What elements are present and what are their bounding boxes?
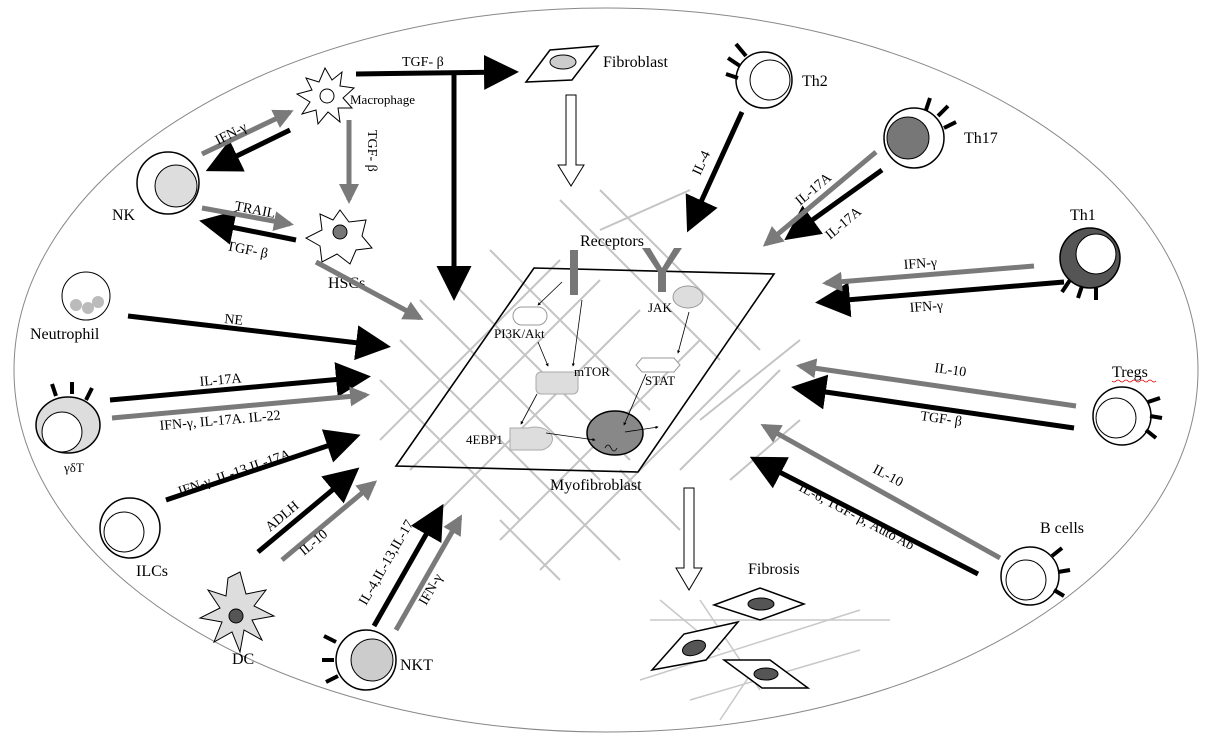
th17-label: Th17 bbox=[964, 130, 998, 147]
gray-arrows bbox=[111, 109, 1077, 632]
label-gdt-il17a: IL-17A bbox=[199, 371, 243, 390]
label-hsc-nk-tgfb: TGF- β bbox=[225, 239, 269, 262]
ilcs-nucleus bbox=[103, 511, 145, 553]
ilcs-label: ILCs bbox=[136, 563, 168, 580]
myofibroblast-to-fibrosis-arrow bbox=[675, 487, 703, 591]
th2-label: Th2 bbox=[802, 73, 828, 90]
myofibroblast-cell bbox=[394, 267, 776, 473]
th17-nucleus bbox=[886, 116, 930, 160]
myofibroblast-label: Myofibroblast bbox=[550, 477, 642, 494]
gdt-nucleus bbox=[41, 411, 83, 453]
black-arrows bbox=[109, 54, 1075, 628]
neutrophil-granule-3 bbox=[92, 296, 104, 308]
fibroblast-nucleus bbox=[549, 54, 577, 70]
mtor-label: mTOR bbox=[574, 364, 610, 379]
fibrosis-nucleus-1 bbox=[747, 597, 775, 611]
dc-nucleus bbox=[228, 608, 244, 624]
stat-label: STAT bbox=[645, 373, 675, 388]
label-ilc-multi: IFN-γ, IL-13,IL-17A bbox=[176, 447, 293, 500]
th2-receptors bbox=[725, 42, 748, 80]
dna-squiggle bbox=[604, 444, 618, 452]
jak-label: JAK bbox=[648, 300, 672, 315]
pi3k-shape bbox=[512, 306, 548, 326]
th1-label: Th1 bbox=[1070, 207, 1096, 224]
fibroblast-to-myofibroblast-arrow bbox=[557, 94, 585, 187]
dc-label: DC bbox=[232, 651, 254, 668]
th2-nucleus bbox=[749, 59, 791, 101]
label-nk-mac-ifng: IFN-γ bbox=[213, 120, 250, 149]
tregs-nucleus bbox=[1095, 397, 1137, 439]
label-th1-ifng-1: IFN-γ bbox=[903, 256, 937, 273]
label-mac-hsc-tgfb: TGF- β bbox=[364, 130, 379, 172]
nucleus bbox=[586, 410, 644, 456]
tregs-receptors bbox=[1144, 396, 1163, 440]
nkt-receptors bbox=[322, 634, 339, 684]
label-neut-ne: NE bbox=[224, 312, 244, 329]
mtor-shape bbox=[535, 371, 579, 395]
label-th1-ifng-2: IFN-γ bbox=[909, 299, 943, 316]
nkt-label: NKT bbox=[400, 657, 433, 674]
ebp-shape bbox=[509, 426, 553, 451]
label-th2-il4: IL-4 bbox=[690, 149, 714, 178]
signaling-arrows bbox=[520, 281, 690, 442]
tregs-label: Tregs bbox=[1112, 364, 1148, 381]
label-treg-il10: IL-10 bbox=[933, 361, 967, 380]
ebp-label: 4EBP1 bbox=[466, 432, 503, 447]
jak-protein bbox=[672, 285, 704, 309]
macrophage-label: Macrophage bbox=[350, 92, 415, 107]
th1-nucleus bbox=[1075, 233, 1117, 275]
nkt-nucleus bbox=[350, 638, 394, 682]
tissue-boundary bbox=[13, 7, 1199, 733]
pi3k-label: PI3K/Akt bbox=[494, 326, 545, 341]
hscs-label: HSCs bbox=[328, 275, 365, 292]
bcells-nucleus bbox=[1005, 559, 1047, 601]
label-mac-fib-tgfb: TGF- β bbox=[402, 55, 444, 70]
receptor-bar bbox=[570, 250, 578, 295]
fibrosis-nucleus-2 bbox=[681, 639, 707, 657]
receptors-label: Receptors bbox=[580, 233, 644, 250]
receptor-y bbox=[642, 248, 682, 292]
label-treg-tgfb: TGF- β bbox=[919, 409, 962, 430]
fibroblast-label: Fibroblast bbox=[603, 54, 668, 71]
tregs-spellcheck-underline bbox=[1111, 379, 1157, 383]
neutrophil-granule-2 bbox=[82, 302, 94, 314]
fibrosis-nucleus-3 bbox=[753, 667, 779, 681]
th1-receptors bbox=[1060, 278, 1098, 300]
nk-label: NK bbox=[112, 207, 136, 224]
stat-shape bbox=[635, 357, 681, 373]
hscs-nucleus bbox=[332, 224, 348, 240]
label-b-multi: IL-6, TGF- β, Auto Ab bbox=[796, 480, 916, 553]
gdt-label: γδT bbox=[63, 460, 84, 475]
gdt-receptors bbox=[50, 382, 94, 401]
neutrophil-granule-1 bbox=[70, 299, 82, 311]
th17-receptors bbox=[924, 97, 957, 130]
bcells-receptors bbox=[1050, 546, 1071, 598]
bcells-label: B cells bbox=[1040, 520, 1084, 537]
neutrophil-label: Neutrophil bbox=[30, 326, 100, 343]
nk-nucleus bbox=[154, 164, 198, 208]
macrophage-nucleus bbox=[319, 88, 335, 104]
fibrosis-label: Fibrosis bbox=[748, 561, 800, 578]
